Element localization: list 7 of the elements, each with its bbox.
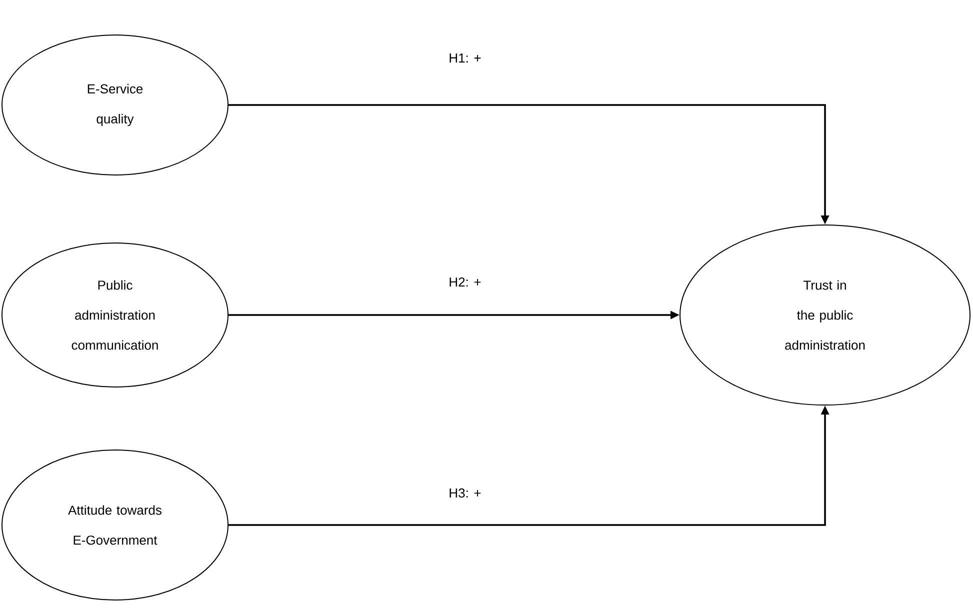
ellipse-node: Public administration communication [2,242,228,388]
ellipse-node: Trust in the public administration [680,224,971,406]
edge-label: H2: + [450,277,481,287]
ellipse-node: Attitude towards E-Government [2,450,228,600]
edge-label: H1: + [450,54,481,62]
edge-label: H3: + [450,488,481,498]
ellipse-node: E-Service quality [2,34,228,176]
